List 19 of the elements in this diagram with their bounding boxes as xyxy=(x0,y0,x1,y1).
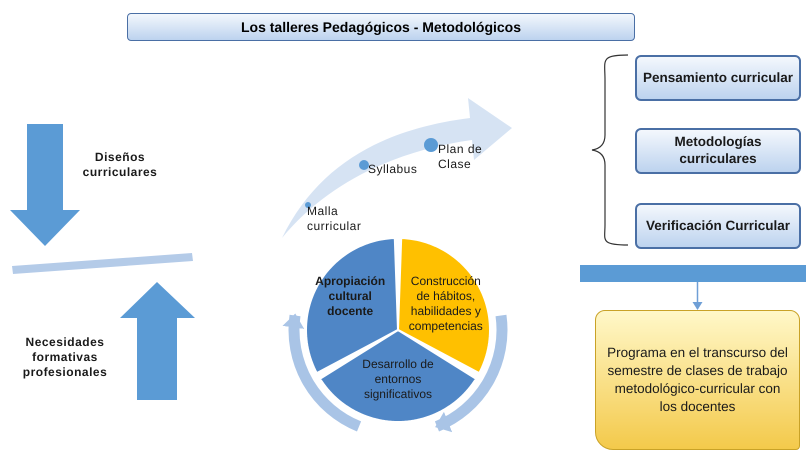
note-text: Programa en el transcurso del semestre de clases de trabajo metodológico-curricular con los docentes xyxy=(606,344,789,416)
segment-text: Desarrollo de entornos significativos xyxy=(361,357,435,402)
cycle-arrow xyxy=(283,314,362,432)
label-text: Necesidades formativas profesionales xyxy=(22,335,108,380)
label-text: Diseños curriculares xyxy=(82,150,158,180)
cycle-arrow xyxy=(434,315,508,432)
arrow xyxy=(692,282,702,310)
process-box xyxy=(635,128,801,174)
box-text: Metodologías curriculares xyxy=(674,134,762,168)
box-text: Pensamiento curricular xyxy=(642,70,794,86)
label-text: Plan de Clase xyxy=(438,142,484,172)
label-text: Syllabus xyxy=(368,162,418,177)
label-text: Malla curricular xyxy=(307,204,362,234)
bar-shape xyxy=(580,265,806,282)
title-banner: Los talleres Pedagógicos - Metodológicos xyxy=(127,13,635,41)
process-box xyxy=(635,55,801,101)
process-box xyxy=(635,203,801,249)
box-text: Verificación Curricular xyxy=(646,218,790,234)
scroll-note xyxy=(595,310,800,450)
